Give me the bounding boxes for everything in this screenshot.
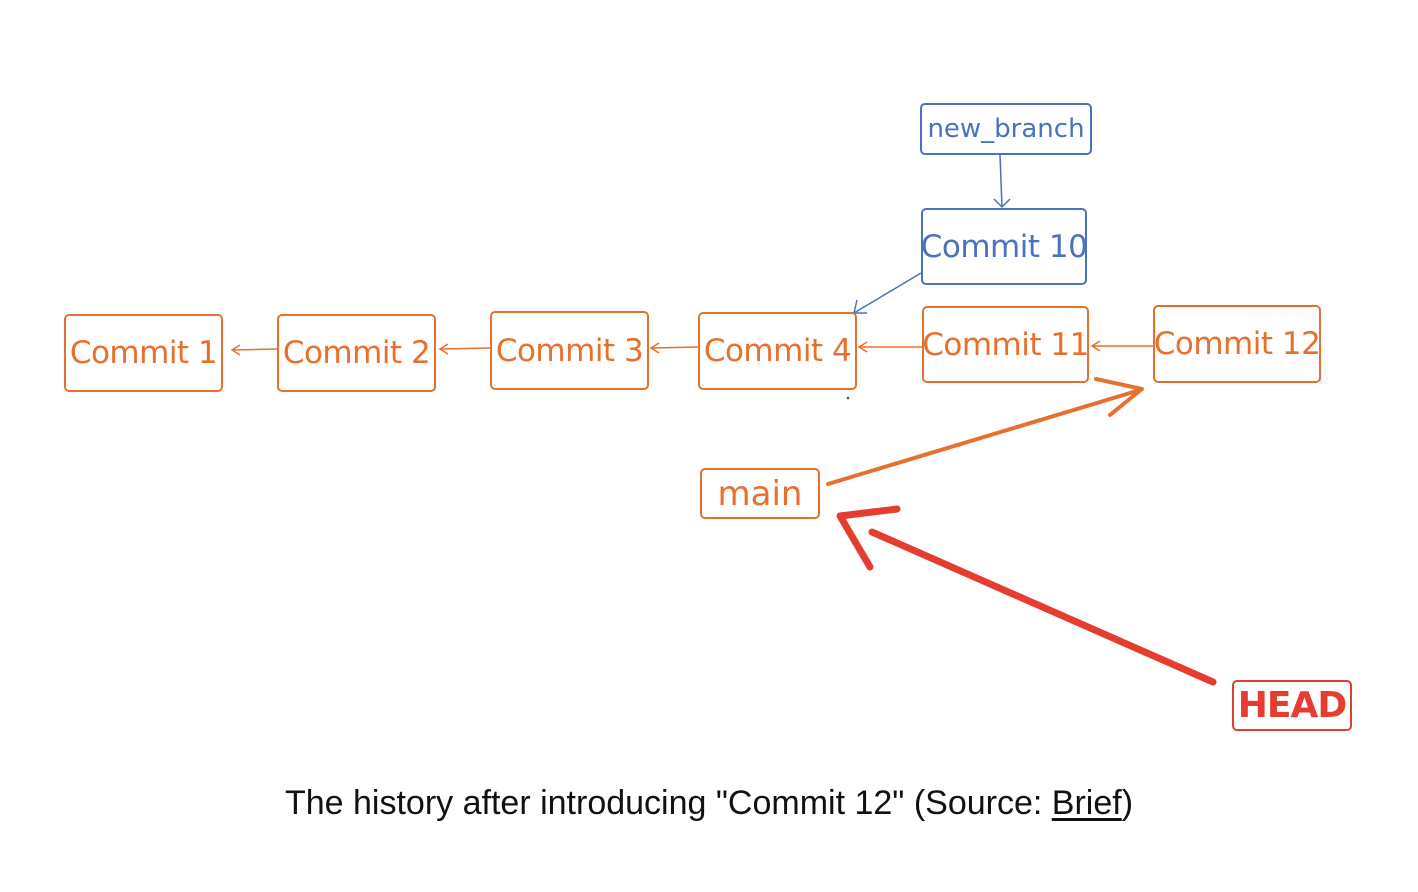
new-branch-label: new_branch (920, 103, 1092, 155)
arrow-commit12-to-commit11 (1090, 340, 1153, 352)
commit-2-node: Commit 2 (277, 314, 436, 392)
caption-closing: ) (1121, 784, 1134, 822)
head-pointer-label: HEAD (1232, 680, 1352, 731)
arrow-new-branch-to-commit10 (993, 154, 1011, 209)
arrow-commit11-to-commit4 (857, 341, 922, 353)
arrow-commit3-to-commit2 (438, 343, 491, 355)
commit-3-node: Commit 3 (490, 311, 649, 390)
main-branch-label: main (700, 468, 820, 519)
arrow-head-to-main (836, 505, 1217, 686)
arrow-main-to-commit12 (826, 377, 1144, 486)
commit-11-node: Commit 11 (922, 306, 1089, 383)
caption-source-link[interactable]: Brief (1051, 784, 1122, 822)
arrow-commit4-to-commit3 (649, 342, 699, 354)
commit-10-node: Commit 10 (921, 208, 1088, 285)
arrows-layer (230, 154, 1217, 686)
arrow-commit2-to-commit1 (230, 344, 278, 356)
caption-text: The history after introducing "Commit 12… (284, 784, 1052, 822)
figure-caption: The history after introducing "Commit 12… (0, 784, 1418, 823)
ink-dot (846, 396, 850, 400)
arrow-commit10-to-commit4 (853, 272, 922, 314)
commit-12-node: Commit 12 (1153, 305, 1321, 383)
commit-4-node: Commit 4 (698, 312, 857, 390)
git-history-diagram: Commit 1 Commit 2 Commit 3 Commit 4 Comm… (64, 103, 1352, 731)
commit-1-node: Commit 1 (64, 314, 223, 392)
